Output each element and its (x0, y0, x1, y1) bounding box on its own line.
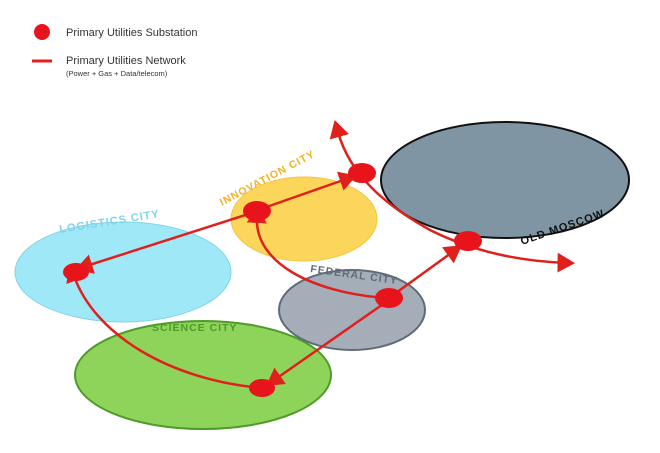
substation-logistics-city (63, 263, 89, 281)
federal-city-zone (278, 269, 426, 351)
legend-substation-icon (34, 24, 50, 40)
science-city-label: SCIENCE CITY (152, 322, 238, 334)
network-link-innovation-logistics (75, 210, 257, 274)
substations (63, 163, 482, 397)
substation-old-moscow-north (348, 163, 376, 183)
substation-innovation-city (243, 201, 271, 221)
logistics-city-zone (14, 221, 232, 323)
network-link-innovation-north (256, 171, 357, 212)
utilities-network (66, 119, 575, 390)
network-link-federal-east (387, 245, 463, 300)
science-city-zone (74, 320, 332, 430)
network-link-logistics-science (66, 264, 264, 390)
legend-substation-label: Primary Utilities Substation (66, 27, 197, 39)
legend: Primary Utilities Substation Primary Uti… (32, 24, 197, 78)
network-link-innovation-federal (246, 205, 387, 300)
network-link-federal-science (265, 298, 391, 386)
substation-federal-city (375, 288, 403, 308)
substation-old-moscow-east (454, 231, 482, 251)
substation-science-city (249, 379, 275, 397)
legend-network-sublabel: (Power + Gas + Data/telecom) (66, 69, 168, 78)
legend-network-label: Primary Utilities Network (66, 55, 186, 67)
